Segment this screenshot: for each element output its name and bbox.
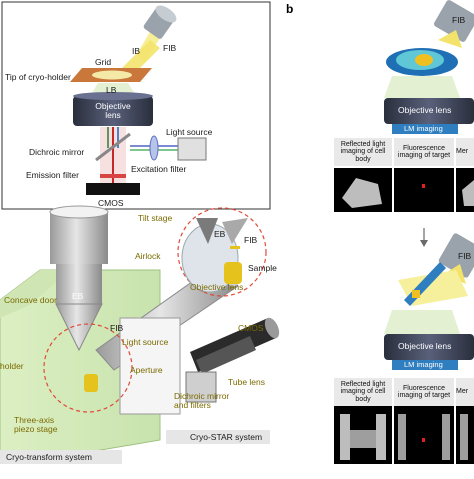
cryo-star-label-box: [166, 430, 270, 444]
label-dichroic-mirror-a: Dichroic mirror: [29, 147, 85, 157]
label-dichroic-mirror-c: Dichroic mirror and filters: [174, 391, 230, 411]
label-fib-c: FIB: [110, 323, 124, 333]
label-aperture: Aperture: [130, 365, 163, 375]
label-objective-lens-a: Objective lens: [95, 101, 131, 121]
label-fib-b-top: FIB: [452, 15, 466, 25]
zoom-circle-left: [43, 323, 133, 413]
lm-imaging-bar-bottom: [392, 360, 458, 370]
caption-reflected-bottom: Reflected light imaging of cell body: [334, 378, 392, 406]
label-fib-b-bottom: FIB: [458, 251, 472, 261]
caption-merge-top: Mer: [456, 138, 474, 166]
label-sample: Sample: [248, 263, 277, 273]
label-objective-lens-c: Objective lens: [190, 282, 244, 292]
label-fib-zoom: FIB: [244, 235, 258, 245]
light-source-box: [177, 137, 207, 161]
img-fluor-top: [394, 168, 454, 212]
caption-merge-bottom: Mer: [456, 378, 474, 406]
label-airlock: Airlock: [135, 251, 161, 261]
objective-lens-a: [73, 96, 153, 126]
caption-fluor-top: Fluorescence imaging of target: [394, 138, 454, 166]
cryo-transform-label-box: [0, 450, 122, 464]
label-three-axis-piezo: Three-axis piezo stage: [14, 415, 58, 435]
label-excitation-filter: Excitation filter: [131, 164, 187, 174]
cmos-sensor: [86, 183, 140, 195]
eb-cone-zoom: [196, 218, 218, 244]
caption-fluor-bottom: Fluorescence imaging of target: [394, 378, 454, 406]
aperture-block: [185, 371, 217, 403]
label-objective-b-bottom: Objective lens: [398, 341, 452, 351]
label-eb-zoom: EB: [214, 229, 226, 239]
grid-center: [92, 70, 132, 80]
label-tilt-stage: Tilt stage: [138, 213, 173, 223]
dichroic-mirror: [95, 132, 131, 162]
panel-b-letter: b: [286, 2, 294, 16]
label-cmos-a: CMOS: [98, 198, 124, 208]
target-top: [415, 54, 433, 66]
label-eb-c: EB: [72, 291, 84, 301]
objective-lens-b-top: [384, 98, 474, 124]
label-emission-filter: Emission filter: [26, 170, 79, 180]
caption-reflected-top: Reflected light imaging of cell body: [334, 138, 392, 166]
label-cryo-transform: Cryo-transform system: [6, 452, 92, 462]
lm-imaging-bar-top: [392, 124, 458, 134]
label-lb: LB: [106, 85, 117, 95]
objective-gold-zoom: [224, 262, 242, 284]
label-concave-door: Concave door: [4, 295, 57, 305]
objective-lens-b-bottom: [384, 334, 474, 360]
label-fib-a: FIB: [163, 43, 177, 53]
label-light-source-c: Light source: [122, 337, 169, 347]
label-cryo-star: Cryo-STAR system: [190, 432, 263, 442]
eb-column: [50, 212, 108, 264]
label-lm-imaging-top: LM imaging: [404, 124, 443, 133]
label-tube-lens: Tube lens: [228, 377, 266, 387]
fib-cone-zoom: [222, 218, 248, 244]
excitation-filter-lens: [149, 135, 159, 161]
objective-gold-small: [84, 374, 98, 392]
fib-icon-b-top: [434, 0, 474, 48]
label-objective-b-top: Objective lens: [398, 105, 452, 115]
label-cmos-c: CMOS: [238, 323, 264, 333]
emission-filter: [100, 174, 126, 178]
chamber: [119, 317, 181, 415]
label-grid: Grid: [95, 57, 112, 67]
label-lm-imaging-bottom: LM imaging: [404, 360, 443, 369]
label-tip-cryo-holder: Tip of cryo-holder: [5, 72, 71, 82]
zoom-circle-right: [177, 207, 267, 297]
label-holder: holder: [0, 361, 24, 371]
label-ib: IB: [132, 46, 141, 56]
label-light-source-a: Light source: [166, 127, 213, 137]
